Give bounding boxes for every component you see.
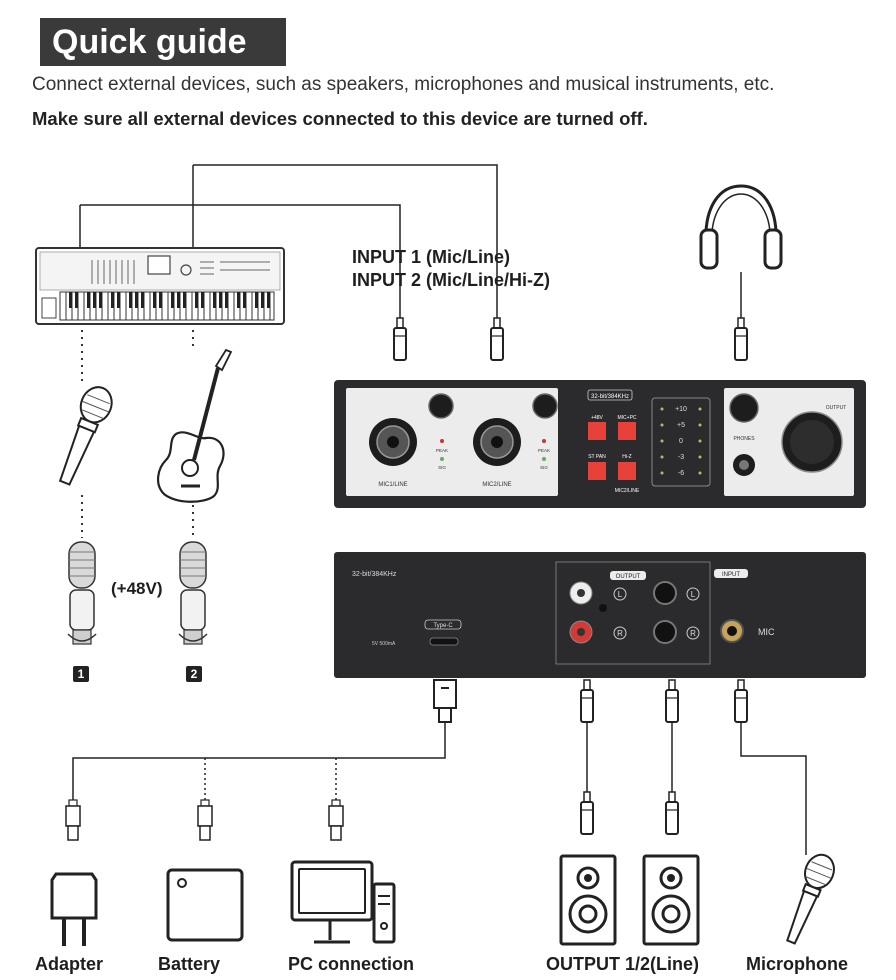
mic1-label: MIC1/LINE: [378, 482, 407, 488]
sig-label-1: SIG: [438, 465, 446, 470]
mic-badge-1: 1: [73, 666, 89, 682]
handheld-mic-icon: [58, 386, 113, 486]
phones-jack-icon: [734, 317, 748, 361]
battery-icon: [166, 868, 244, 942]
rca-right-label: R: [617, 629, 623, 638]
btn-hiz-label: Hi-Z: [622, 454, 631, 460]
adapter-icon: [50, 872, 98, 946]
condenser-mic-2-icon: [178, 541, 208, 645]
mic-in-jack-icon: [734, 679, 748, 723]
rca-left-label: L: [618, 590, 623, 599]
rear-mic-label: MIC: [758, 627, 775, 637]
speaker-r-jack-icon: [665, 791, 679, 835]
meter-label-2: 0: [679, 438, 683, 445]
btn-stpan-label: ST PAN: [588, 454, 606, 460]
rear-panel: L R L R OUTPUT INPUT MIC 32-bit/384KHz T…: [334, 552, 866, 678]
trs-left-label: L: [691, 590, 696, 599]
rear-spec-label: 32-bit/384KHz: [352, 571, 397, 578]
output-knob-label: OUTPUT: [826, 405, 847, 411]
speaker-left-icon: [559, 854, 617, 946]
adapter-usb-plug-icon: [65, 799, 81, 841]
mic2-label: MIC2/LINE: [482, 482, 511, 488]
cables: [72, 164, 807, 855]
front-spec-label: 32-bit/384KHz: [591, 394, 629, 400]
pc-connection-label: PC connection: [288, 954, 415, 974]
headphones-icon: [699, 184, 783, 270]
speaker-l-jack-icon: [580, 791, 594, 835]
rear-input-tag: INPUT: [722, 572, 740, 578]
speaker-right-icon: [642, 854, 700, 946]
btn-48v-label: +48V: [591, 415, 603, 421]
phones-label: PHONES: [733, 436, 755, 442]
meter-label-0: +10: [675, 406, 687, 413]
pc-icon: [290, 860, 396, 944]
battery-label: Battery: [158, 954, 221, 974]
microphone-icon: [786, 853, 835, 945]
input1-label: INPUT 1 (Mic/Line): [352, 247, 511, 267]
front-panel: MIC1/LINE MIC2/LINE PEAK SIG PEAK SIG 32…: [334, 380, 866, 508]
input2-label: INPUT 2 (Mic/Line/Hi-Z): [352, 270, 550, 290]
meter-label-4: -6: [678, 470, 684, 477]
input2-jack-icon: [490, 317, 504, 361]
input-labels: INPUT 1 (Mic/Line) INPUT 2 (Mic/Line/Hi-…: [352, 246, 550, 292]
battery-usb-plug-icon: [197, 799, 213, 841]
peak-label-1: PEAK: [436, 448, 448, 453]
type-c-label: Type-C: [433, 623, 453, 629]
usb-c-plug-icon: [433, 679, 457, 723]
btn-micpc-label: MIC+PC: [617, 415, 636, 421]
warning-text: Make sure all external devices connected…: [32, 108, 648, 129]
input1-jack-icon: [393, 317, 407, 361]
phantom-power-label: (+48V): [111, 579, 163, 598]
trs-right-label: R: [690, 629, 696, 638]
hiz-mic2-label: MIC2/LINE: [615, 488, 640, 494]
page-title: Quick guide: [40, 18, 286, 66]
condenser-mic-1-icon: [67, 541, 97, 645]
adapter-label: Adapter: [35, 954, 104, 974]
mic-badge-2: 2: [186, 666, 202, 682]
rear-output-tag: OUTPUT: [616, 574, 641, 580]
output-r-jack-icon: [665, 679, 679, 723]
pc-usb-plug-icon: [328, 799, 344, 841]
meter-label-3: -3: [678, 454, 684, 461]
keyboard-icon: [35, 247, 285, 325]
peak-label-2: PEAK: [538, 448, 550, 453]
sig-label-2: SIG: [540, 465, 548, 470]
microphone-label: Microphone: [746, 954, 848, 974]
meter-label-1: +5: [677, 422, 685, 429]
page-subtitle: Connect external devices, such as speake…: [32, 74, 775, 95]
output-l-jack-icon: [580, 679, 594, 723]
guitar-icon: [157, 348, 233, 503]
power-spec-label: 5V 500mA: [372, 641, 396, 647]
speakers-label: OUTPUT 1/2(Line): [546, 954, 700, 974]
